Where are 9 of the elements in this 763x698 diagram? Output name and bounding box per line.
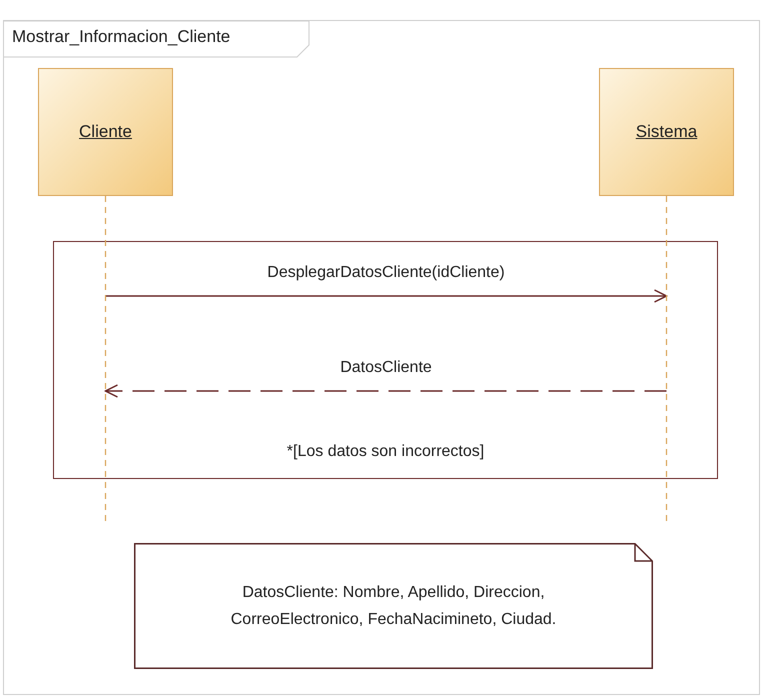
message-arrow bbox=[106, 289, 668, 303]
frame-title: Mostrar_Informacion_Cliente bbox=[11, 26, 232, 48]
note-box bbox=[134, 543, 653, 669]
diagram-frame bbox=[3, 20, 760, 695]
guard-condition: *[Los datos son incorrectos] bbox=[286, 443, 484, 461]
message-arrow bbox=[104, 384, 666, 398]
participant-name: Cliente bbox=[79, 122, 132, 142]
note-text: DatosCliente: Nombre, Apellido, Direccion, CorreoElectronico, FechaNacimineto, Ciudad. bbox=[230, 583, 558, 630]
participant-name: Sistema bbox=[636, 122, 698, 142]
